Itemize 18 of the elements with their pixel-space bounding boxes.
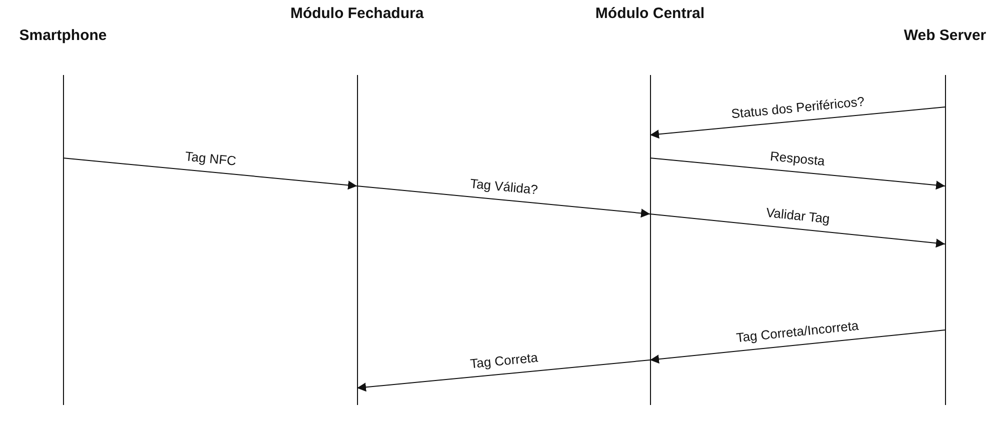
participant-label: Módulo Fechadura — [289, 4, 425, 23]
participant-label: Smartphone — [18, 26, 108, 45]
message-arrow — [356, 360, 650, 392]
message-arrow — [650, 106, 946, 139]
message-arrow — [356, 186, 650, 218]
message-label: Tag Correta/Incorreta — [736, 318, 860, 346]
message-label: Tag NFC — [184, 148, 236, 168]
participant-label: Módulo Central — [594, 4, 706, 23]
message-arrow — [62, 158, 358, 190]
participant-label: Web Server — [902, 26, 988, 45]
message-arrow — [650, 158, 946, 190]
message-label: Tag Válida? — [468, 176, 538, 198]
message-arrow — [650, 214, 946, 248]
message-label: Status dos Periféricos? — [730, 94, 865, 122]
message-label: Tag Correta — [468, 350, 538, 372]
message-arrow — [650, 330, 946, 364]
message-label: Resposta — [769, 148, 826, 169]
message-label: Validar Tag — [764, 204, 830, 226]
